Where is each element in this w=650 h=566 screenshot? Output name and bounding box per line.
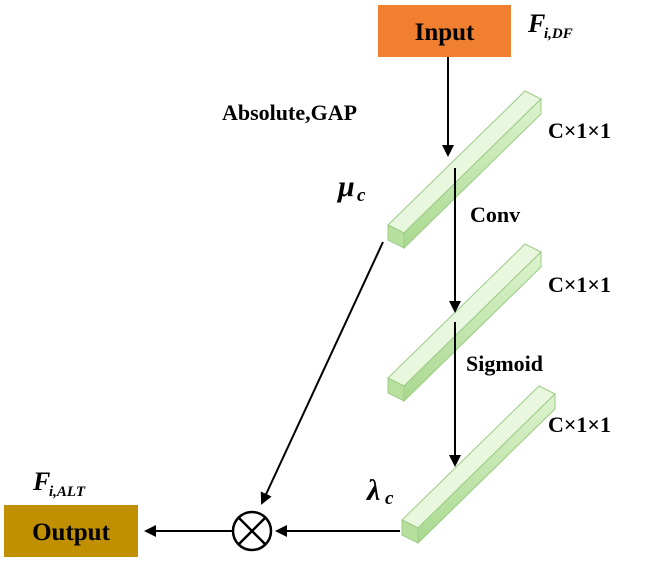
feature-bar-1 xyxy=(387,90,542,250)
mu-symbol-sub: c xyxy=(357,185,366,206)
mu-symbol: μ c xyxy=(336,170,366,206)
input-label: Input xyxy=(415,19,475,46)
output-symbol: F i,ALT xyxy=(32,467,86,500)
abs-gap-label: Absolute,GAP xyxy=(222,100,357,125)
lambda-symbol: λ c xyxy=(365,474,394,509)
arrow-mu-to-multiply xyxy=(260,241,384,505)
input-symbol: F i,DF xyxy=(527,9,573,42)
mu-symbol-main: μ xyxy=(336,170,355,203)
output-symbol-sub: i,ALT xyxy=(49,484,86,500)
output-node: Output xyxy=(4,505,138,557)
dim-label-2: C×1×1 xyxy=(548,272,611,297)
input-symbol-sub: i,DF xyxy=(544,26,573,42)
feature-bar-2 xyxy=(387,243,542,403)
input-symbol-main: F xyxy=(527,9,545,38)
circled-times-icon xyxy=(231,510,273,552)
dim-label-1: C×1×1 xyxy=(548,118,611,143)
output-label: Output xyxy=(32,519,110,546)
conv-label: Conv xyxy=(470,202,520,227)
input-box xyxy=(378,5,511,57)
sigmoid-label: Sigmoid xyxy=(466,351,543,376)
input-node: Input xyxy=(378,5,511,57)
output-symbol-main: F xyxy=(32,467,50,496)
output-box xyxy=(4,505,138,557)
lambda-symbol-main: λ xyxy=(365,474,380,507)
lambda-symbol-sub: c xyxy=(385,488,394,509)
dim-label-3: C×1×1 xyxy=(548,412,611,437)
feature-bar-3 xyxy=(401,385,556,545)
